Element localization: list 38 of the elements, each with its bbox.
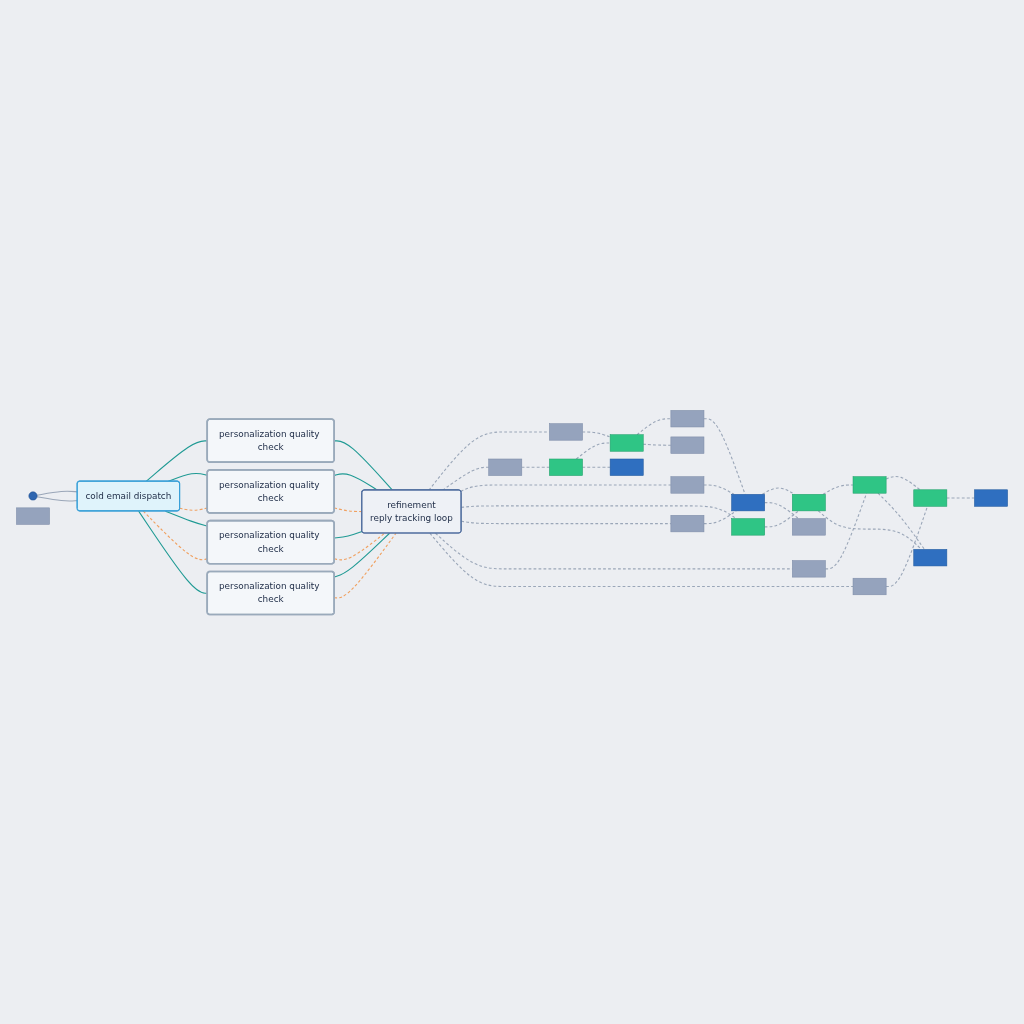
node-envelope bbox=[731, 517, 765, 535]
node-envelope bbox=[792, 559, 826, 577]
connector bbox=[145, 439, 208, 482]
node-envelope bbox=[792, 517, 826, 535]
connector bbox=[885, 475, 921, 490]
node-envelope bbox=[913, 548, 948, 566]
node-envelope bbox=[549, 458, 583, 476]
node-envelope bbox=[974, 489, 1008, 507]
connector bbox=[885, 505, 928, 587]
node-envelope bbox=[670, 475, 705, 494]
connector bbox=[877, 492, 925, 550]
connector bbox=[460, 483, 672, 492]
connector bbox=[36, 495, 78, 502]
node-envelope bbox=[670, 436, 705, 454]
node-envelope bbox=[792, 493, 826, 511]
node-envelope bbox=[549, 422, 583, 441]
node-envelope bbox=[670, 409, 705, 427]
node-envelope bbox=[852, 577, 887, 595]
node-envelope bbox=[16, 507, 50, 525]
connector bbox=[703, 417, 746, 495]
connector bbox=[429, 532, 854, 587]
connector bbox=[138, 510, 208, 594]
connector bbox=[636, 417, 672, 435]
connector bbox=[142, 510, 208, 560]
node-person bbox=[28, 491, 38, 500]
node-envelope bbox=[609, 433, 644, 452]
connector bbox=[822, 483, 854, 495]
connector bbox=[764, 509, 800, 527]
node-envelope bbox=[731, 493, 765, 511]
node-envelope bbox=[913, 489, 948, 507]
connector bbox=[164, 510, 208, 527]
connector bbox=[36, 490, 78, 496]
node-envelope bbox=[609, 458, 644, 476]
connector bbox=[817, 509, 923, 550]
node-envelope bbox=[488, 458, 523, 476]
node-envelope bbox=[852, 475, 887, 494]
node-envelope bbox=[670, 514, 705, 532]
connector bbox=[764, 501, 800, 519]
